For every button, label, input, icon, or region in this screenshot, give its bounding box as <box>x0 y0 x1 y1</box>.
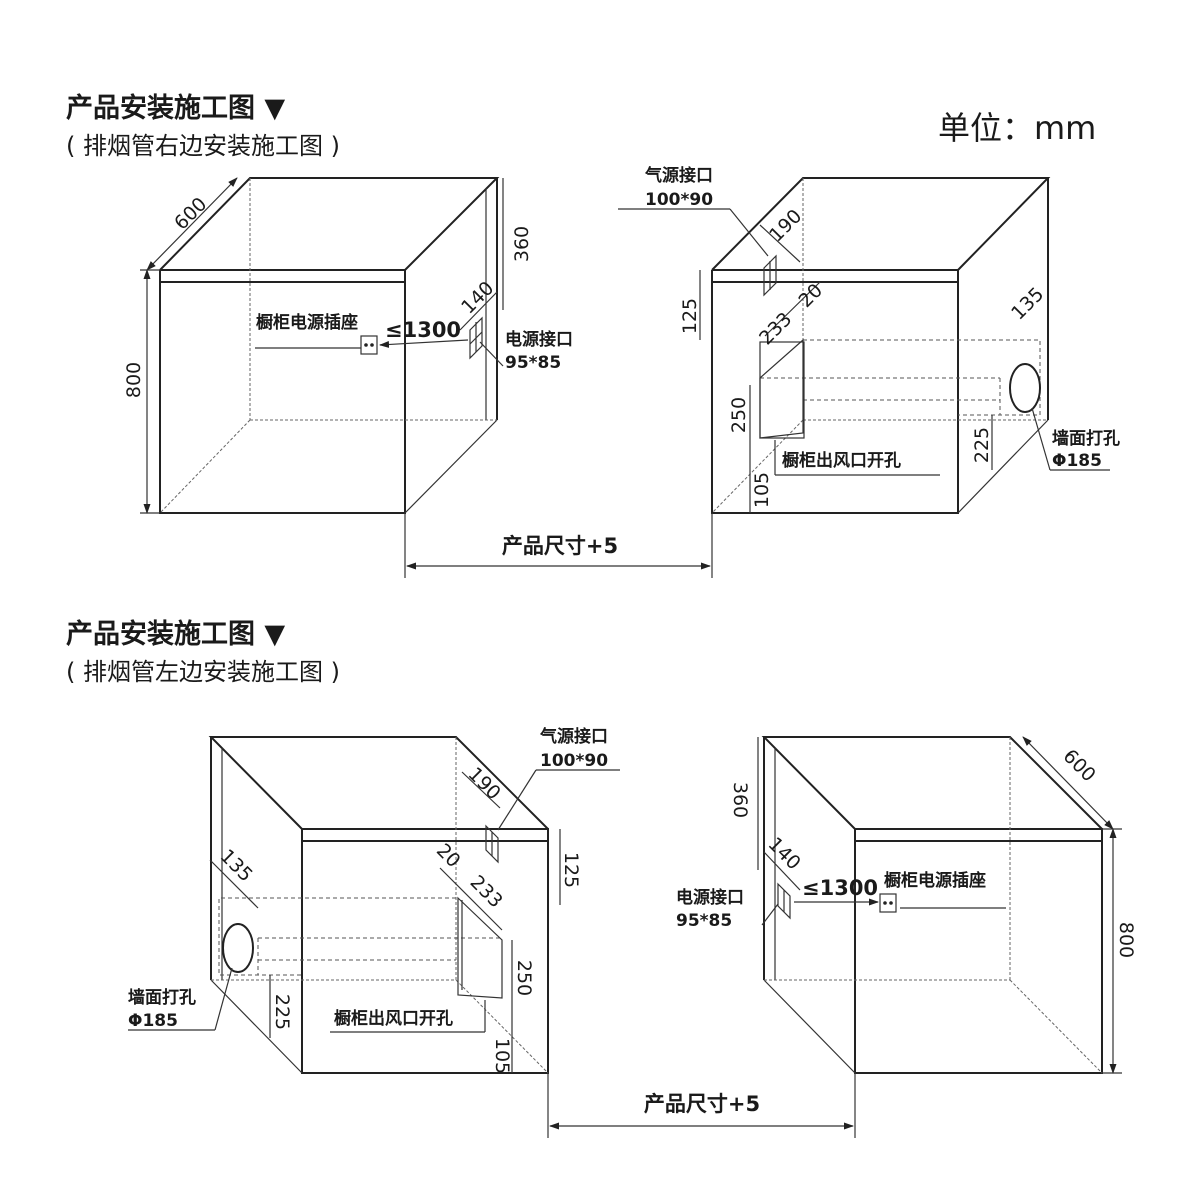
power-port-br <box>777 882 791 920</box>
dim-20-bl: 20 <box>432 839 465 872</box>
unit-label: 单位：mm <box>938 109 1097 147</box>
dim-height-tl: 800 <box>123 362 145 398</box>
label-product-size-bottom: 产品尺寸+5 <box>644 1092 760 1116</box>
label-product-size-top: 产品尺寸+5 <box>502 534 618 558</box>
outlet-opening-bl <box>457 896 503 999</box>
dim-250-tr: 250 <box>728 397 750 433</box>
product-size-dim-bottom: 产品尺寸+5 <box>547 1073 856 1138</box>
dim-125-bl: 125 <box>560 852 582 888</box>
cabinet-top-right: 气源接口 100*90 190 125 20 233 135 250 105 2… <box>618 165 1120 514</box>
label-distance-tl: ≤1300 <box>385 318 461 342</box>
wall-hole-bl <box>222 923 254 973</box>
dim-20-tr: 20 <box>794 279 827 312</box>
dim-250-bl: 250 <box>513 960 535 996</box>
dim-105-bl: 105 <box>491 1038 513 1074</box>
label-gas-size-tr: 100*90 <box>645 190 713 210</box>
socket-icon-br <box>879 893 897 913</box>
dim-360-tl: 360 <box>511 226 533 262</box>
gas-port-tr <box>763 254 777 297</box>
label-outlet-bl: 橱柜出风口开孔 <box>334 1008 453 1029</box>
label-socket-br: 橱柜电源插座 <box>884 870 986 891</box>
label-gas-tr: 气源接口 <box>644 165 713 186</box>
label-power-br: 电源接口 <box>676 887 744 908</box>
dim-360-br: 360 <box>729 782 751 818</box>
label-wallhole-size-tr: Φ185 <box>1052 451 1102 471</box>
outlet-opening-tr <box>759 341 805 439</box>
gas-port-bl <box>485 824 499 864</box>
cabinet-bottom-right: 600 800 360 140 电源接口 95*85 ≤1300 橱柜电源插座 <box>676 736 1137 1074</box>
product-size-dim-top: 产品尺寸+5 <box>404 513 713 578</box>
dim-190-bl: 190 <box>464 763 505 804</box>
label-distance-br: ≤1300 <box>802 876 878 900</box>
label-power-size-tl: 95*85 <box>505 353 561 373</box>
dim-height-br: 800 <box>1115 922 1137 958</box>
label-wallhole-tr: 墙面打孔 <box>1052 428 1120 449</box>
dim-depth-tl: 600 <box>170 193 211 234</box>
label-wallhole-size-bl: Φ185 <box>128 1011 178 1031</box>
section-2-subtitle: ( 排烟管左边安装施工图 ) <box>66 658 340 686</box>
dim-105-tr: 105 <box>751 472 773 508</box>
label-wallhole-bl: 墙面打孔 <box>128 987 196 1008</box>
section-1-title: 产品安装施工图 ▼ <box>66 93 286 124</box>
section-2-title: 产品安装施工图 ▼ <box>66 619 286 650</box>
section-1-subtitle: ( 排烟管右边安装施工图 ) <box>66 132 340 160</box>
cabinet-top-left: 600 800 360 140 橱柜电源插座 ≤1300 电源接口 95*85 <box>123 177 573 514</box>
label-power-size-br: 95*85 <box>676 911 732 931</box>
label-socket-tl: 橱柜电源插座 <box>256 312 358 333</box>
wall-hole-tr <box>1009 363 1041 413</box>
dim-233-bl: 233 <box>466 871 507 912</box>
power-port-tl <box>469 316 483 360</box>
dim-140-tl: 140 <box>457 277 498 318</box>
dim-233-tr: 233 <box>755 308 796 349</box>
dim-125-tr: 125 <box>679 298 701 334</box>
dim-140-br: 140 <box>764 833 805 874</box>
dim-225-bl: 225 <box>271 994 293 1030</box>
dim-135-tr: 135 <box>1007 283 1048 324</box>
label-gas-size-bl: 100*90 <box>540 751 608 771</box>
socket-icon-tl <box>360 335 378 355</box>
dim-225-tr: 225 <box>971 427 993 463</box>
label-power-tl: 电源接口 <box>505 329 573 350</box>
label-gas-bl: 气源接口 <box>539 726 608 747</box>
cabinet-bottom-left: 气源接口 100*90 190 125 20 233 135 250 105 2… <box>128 726 620 1074</box>
label-outlet-tr: 橱柜出风口开孔 <box>782 450 901 471</box>
